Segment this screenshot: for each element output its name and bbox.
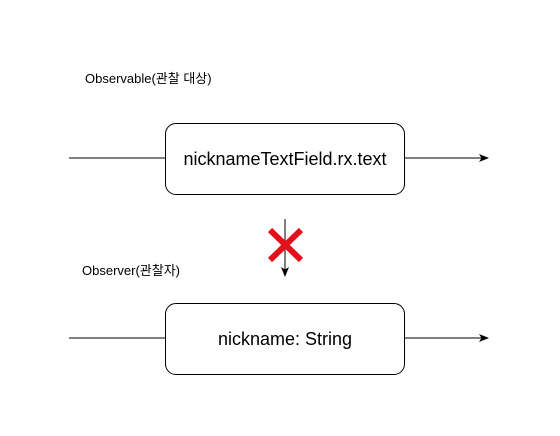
- observable-node-text: nicknameTextField.rx.text: [183, 148, 387, 169]
- observable-node: nicknameTextField.rx.text: [165, 123, 405, 195]
- observer-node-text: nickname: String: [217, 328, 353, 349]
- observable-label: Observable(관찰 대상): [85, 71, 212, 86]
- observer-label: Observer(관찰자): [82, 263, 180, 278]
- blocked-cross-icon: [267, 227, 304, 263]
- observer-node: nickname: String: [165, 303, 405, 375]
